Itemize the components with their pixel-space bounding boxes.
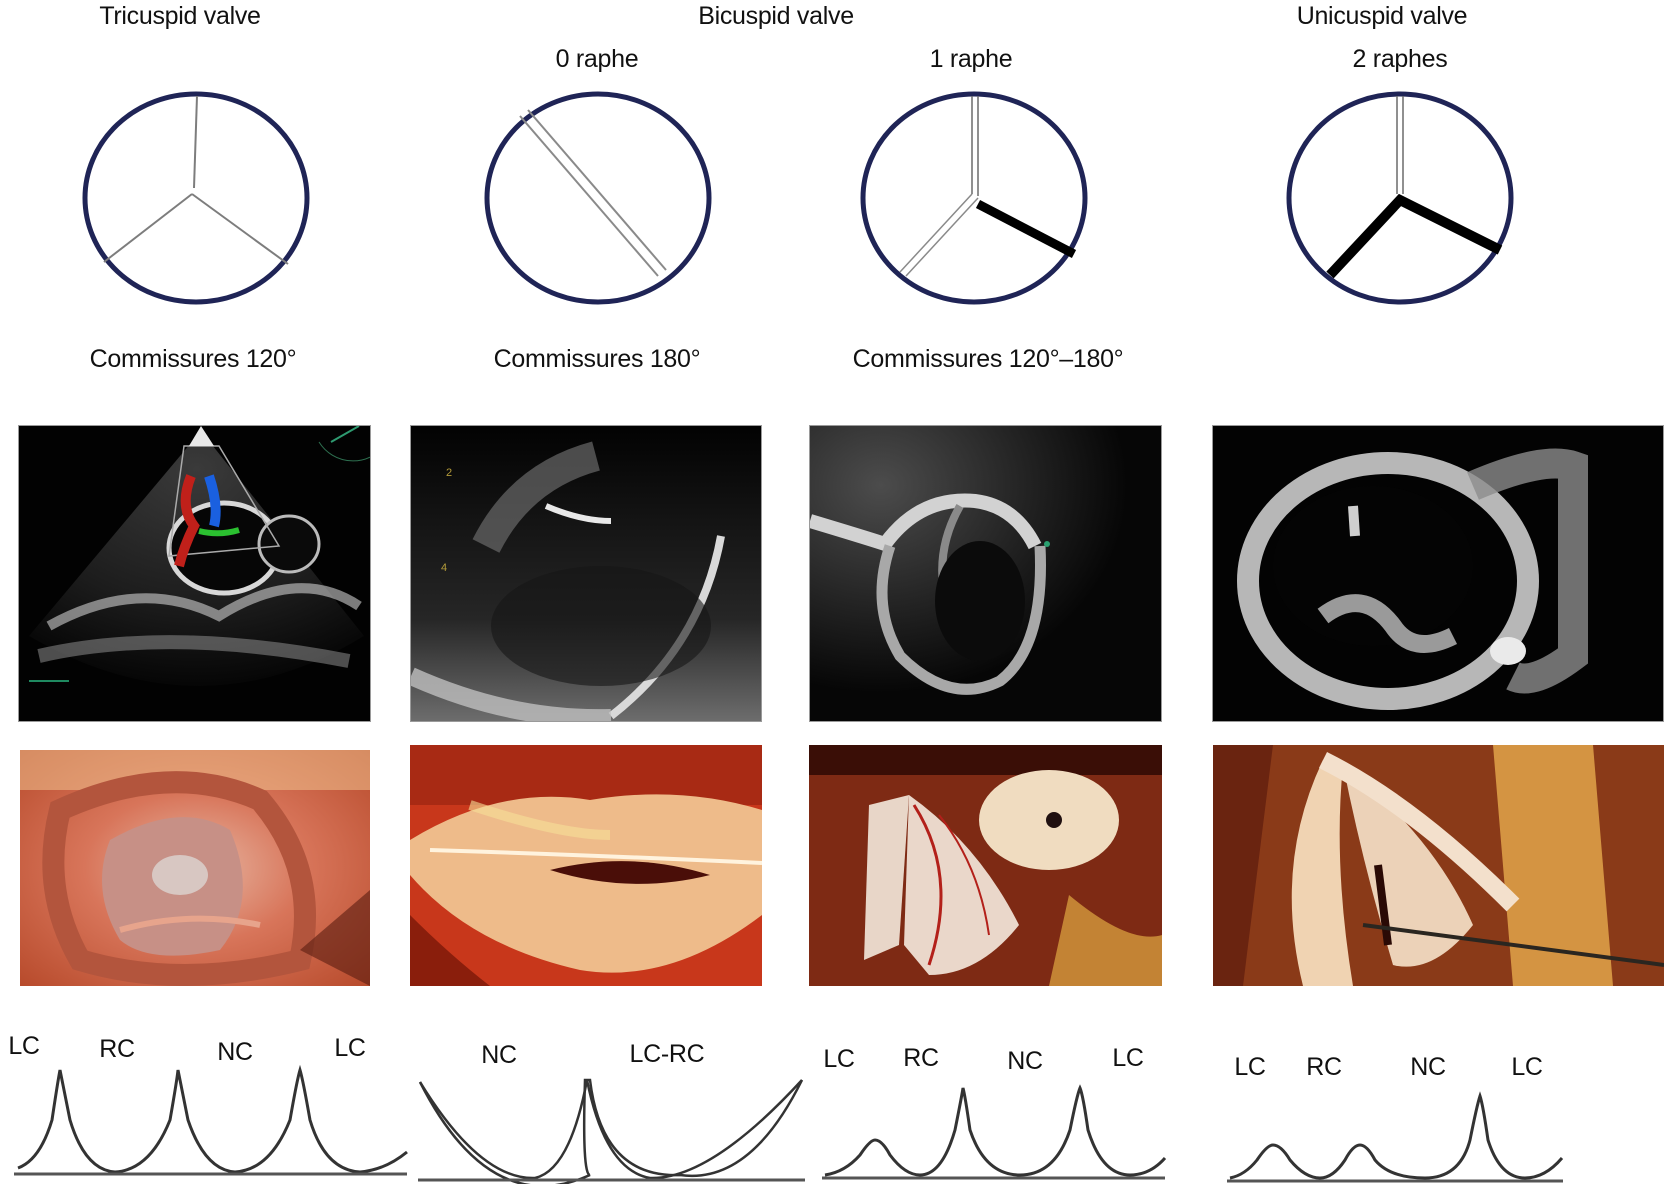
label-commissures-120-180: Commissures 120°–180° [852, 345, 1124, 373]
annulus-ring [484, 91, 712, 305]
cusp-profile-tricuspid [14, 1064, 408, 1176]
label-commissures-180: Commissures 180° [493, 345, 701, 373]
cusp-profile-unicuspid [1227, 1091, 1564, 1183]
svg-text:4: 4 [441, 562, 447, 574]
cusp-label-nc: NC [481, 1041, 517, 1069]
fused-raphes [1326, 193, 1503, 279]
surgical-photo-bicuspid-1-raphe [809, 745, 1162, 986]
cusp-label-rc: RC [903, 1044, 939, 1072]
header-bicuspid-valve: Bicuspid valve [698, 2, 854, 30]
surgical-photo-unicuspid [1213, 745, 1664, 986]
surgical-photo-bicuspid-0-raphe [410, 745, 762, 986]
tricuspid-valve-diagram [82, 91, 310, 305]
unicuspid-2-raphes-diagram [1286, 91, 1514, 305]
cusp-label-lc: LC [8, 1032, 40, 1060]
bicuspid-0-raphe-diagram [484, 91, 712, 305]
surgical-photo-tricuspid [20, 750, 370, 986]
cusp-label-lc: LC [1511, 1053, 1543, 1081]
cusp-label-lc: LC [1234, 1053, 1266, 1081]
cusp-label-lc: LC [823, 1045, 855, 1073]
cusp-label-lc: LC [334, 1034, 366, 1062]
cusp-label-nc: NC [1007, 1047, 1043, 1075]
echo-image-tricuspid [18, 425, 371, 722]
annulus-ring [860, 91, 1088, 305]
cusp-label-rc: RC [1306, 1053, 1342, 1081]
cusp-label-rc: RC [99, 1035, 135, 1063]
label-commissures-120: Commissures 120° [89, 345, 297, 373]
echo-image-unicuspid [1212, 425, 1664, 722]
cusp-label-lc: LC [1112, 1044, 1144, 1072]
cusp-label-nc: NC [1410, 1053, 1446, 1081]
fused-raphe [975, 200, 1077, 258]
subheader-2-raphes: 2 raphes [1352, 45, 1448, 73]
header-unicuspid-valve: Unicuspid valve [1296, 2, 1468, 30]
cusp-profile-bicuspid-1-raphe [822, 1084, 1167, 1180]
echo-image-bicuspid-0-raphe: 2 4 [410, 425, 762, 722]
header-tricuspid-valve: Tricuspid valve [99, 2, 261, 30]
cusp-profile-bicuspid-0-raphe [418, 1078, 805, 1184]
svg-text:2: 2 [446, 467, 452, 479]
cusp-label-nc: NC [217, 1038, 253, 1066]
subheader-1-raphe: 1 raphe [929, 45, 1013, 73]
subheader-0-raphe: 0 raphe [555, 45, 639, 73]
echo-image-bicuspid-1-raphe [809, 425, 1162, 722]
cusp-label-lc-rc: LC-RC [629, 1040, 705, 1068]
bicuspid-1-raphe-diagram [860, 91, 1088, 305]
